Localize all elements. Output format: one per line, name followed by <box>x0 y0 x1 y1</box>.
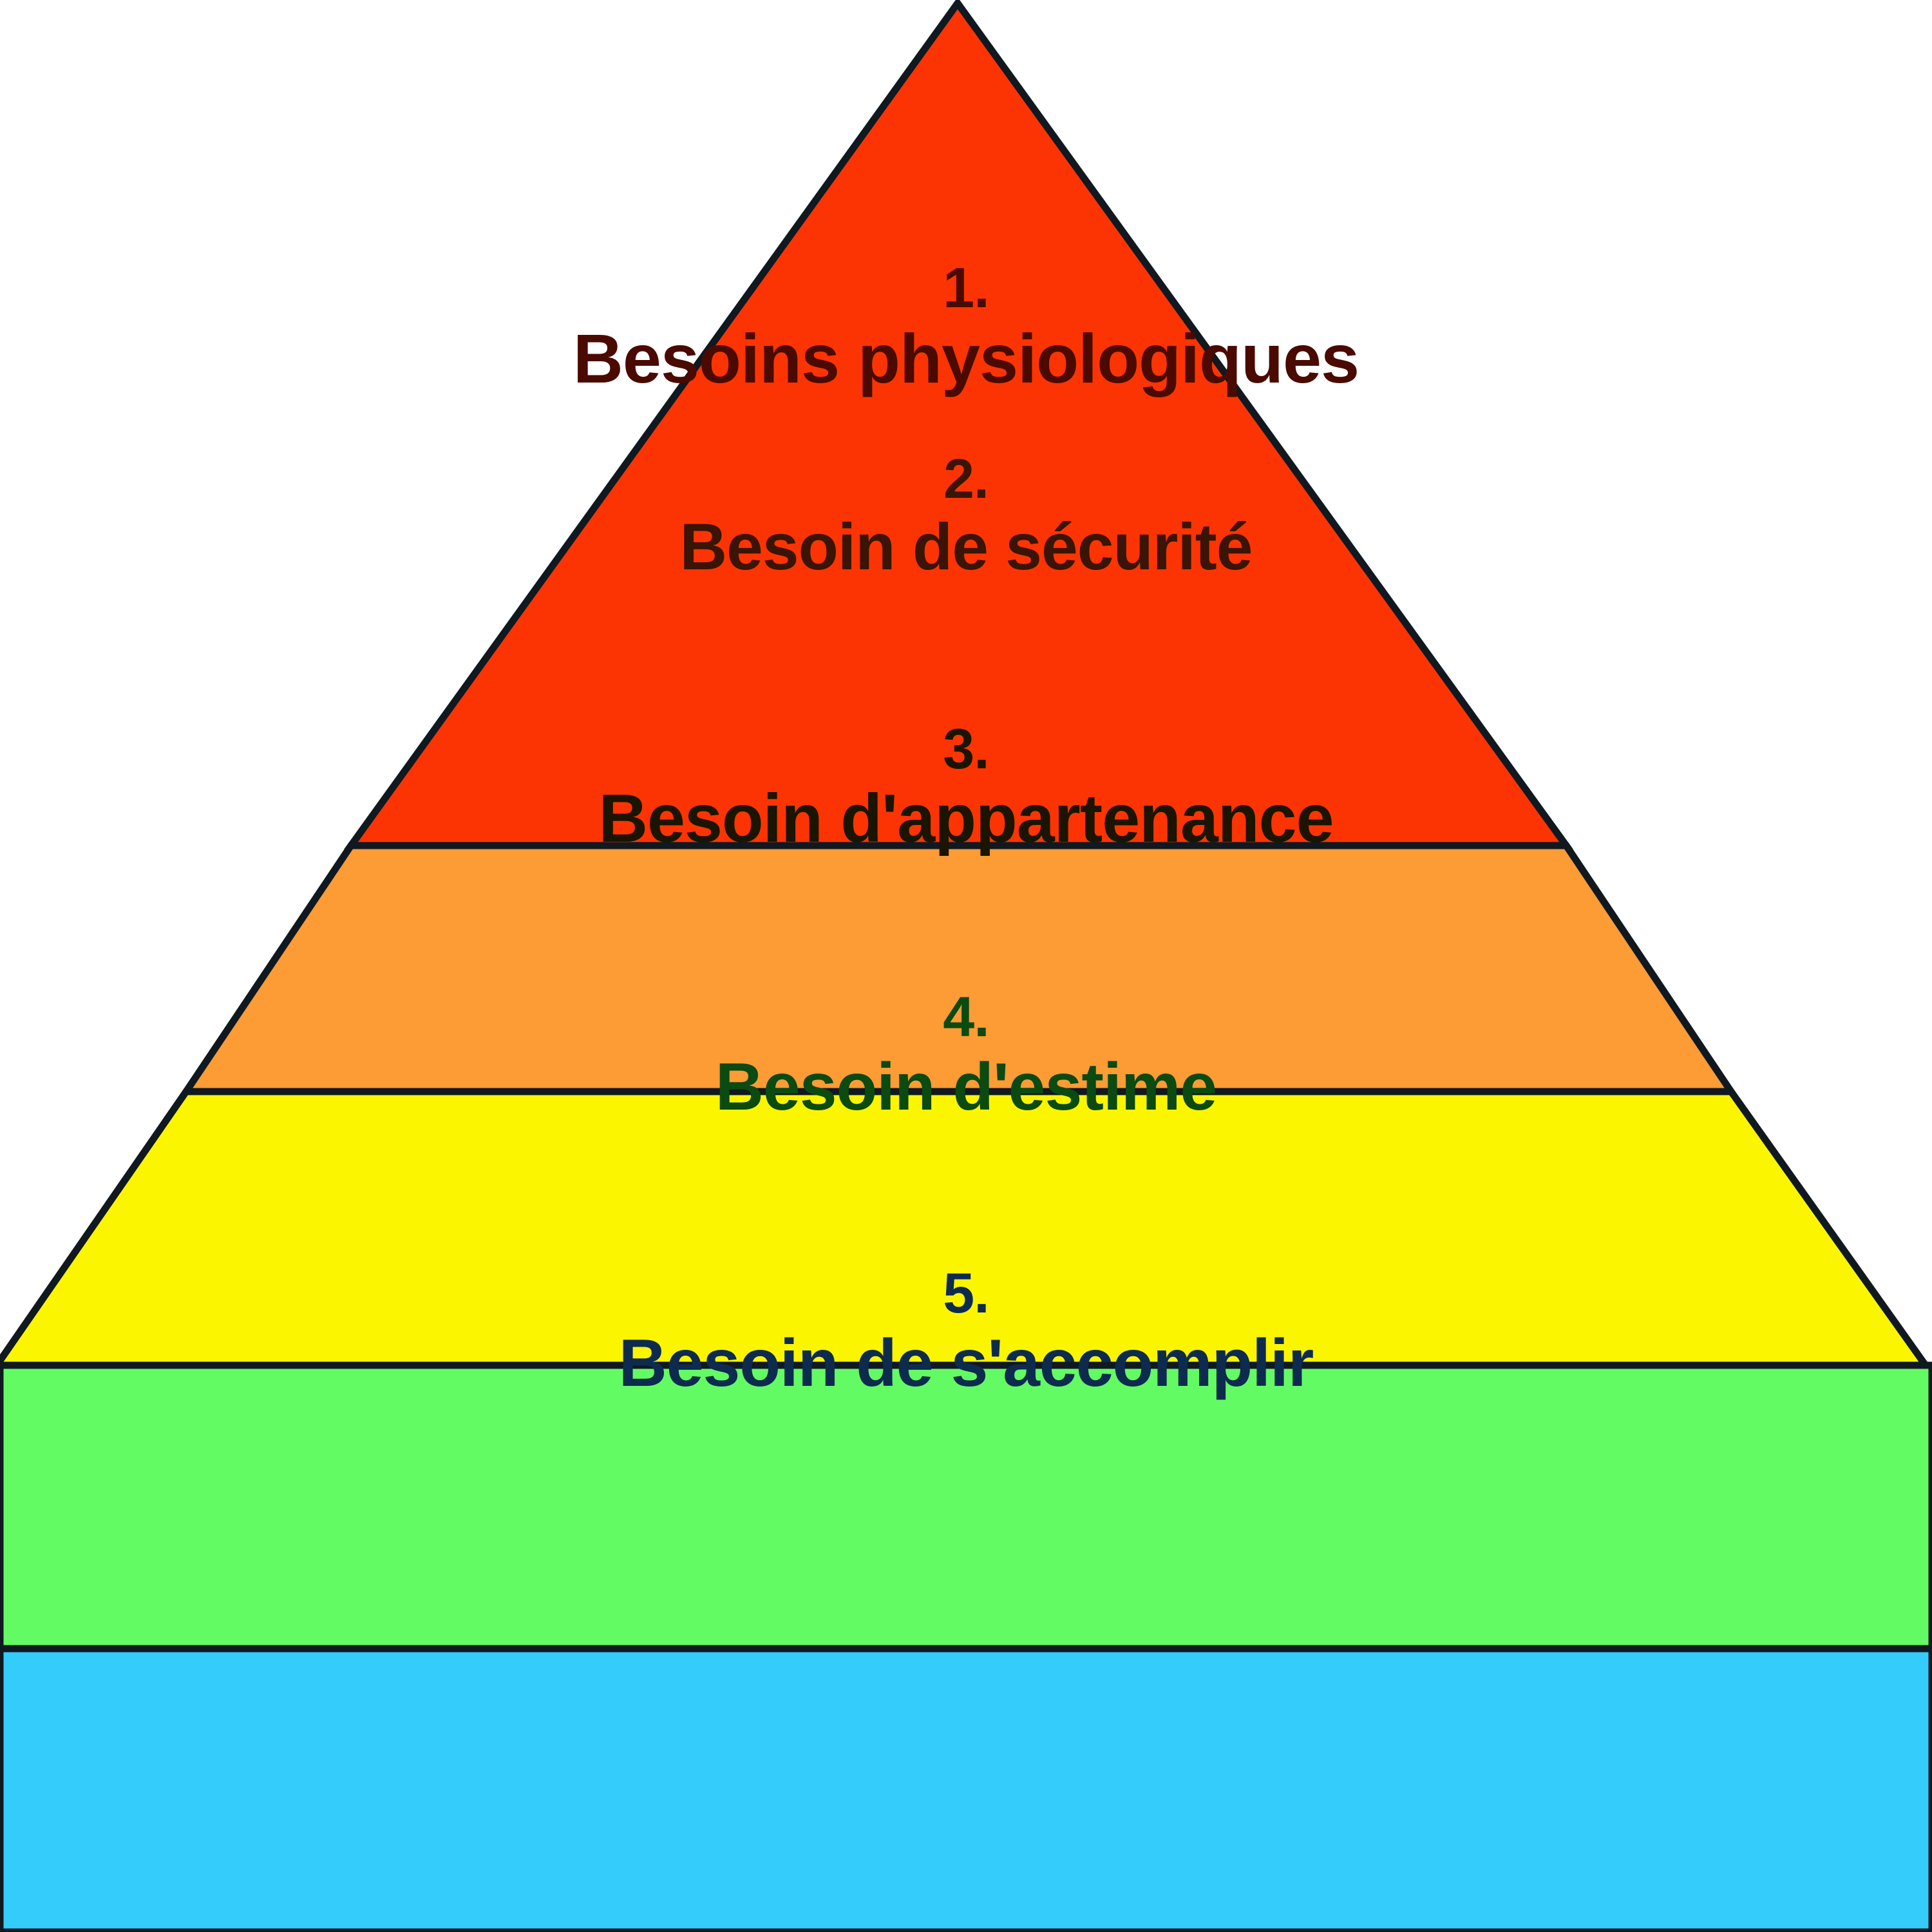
pyramid-level-1-shape[interactable] <box>0 1645 1932 1932</box>
pyramid-level-3-shape[interactable] <box>0 1088 1932 1369</box>
pyramid-level-4-shape[interactable] <box>179 842 1738 1095</box>
pyramid-level-2-shape[interactable] <box>0 1361 1932 1653</box>
pyramid-level-5-shape[interactable] <box>344 0 1573 849</box>
